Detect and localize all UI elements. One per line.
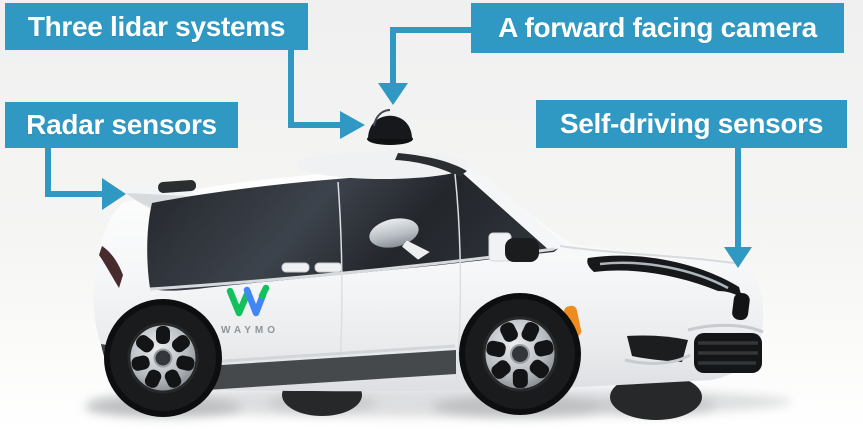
rocker-panel xyxy=(206,344,456,390)
camera-callout-arrow xyxy=(378,27,471,105)
callout-self-driving: Self-driving sensors xyxy=(536,100,847,148)
radar-callout-arrow xyxy=(45,146,126,210)
windows xyxy=(147,169,566,291)
door-details xyxy=(281,173,462,389)
front-rim-spokes xyxy=(486,321,554,389)
a-pillar xyxy=(458,169,566,251)
grille-emblem xyxy=(732,292,750,321)
taillight xyxy=(99,246,123,288)
headlight-chrome-accent xyxy=(599,261,729,290)
fog-light xyxy=(627,335,688,362)
headlight xyxy=(587,255,742,298)
callout-camera: A forward facing camera xyxy=(471,3,844,53)
lidar-dome xyxy=(367,109,413,145)
waymo-logo: WAYMO xyxy=(221,284,279,336)
rear-rim-spokes xyxy=(131,326,195,388)
bumper-chrome-trim xyxy=(687,323,764,334)
rear-hub xyxy=(153,348,173,368)
lower-grille-slats xyxy=(698,341,758,365)
door-handle-rear xyxy=(281,262,310,273)
front-fender-sensor xyxy=(488,232,539,262)
waymo-logo-mark xyxy=(226,284,270,317)
front-hub xyxy=(510,344,530,364)
roof-rail-front xyxy=(395,153,467,177)
callout-lidar-label: Three lidar systems xyxy=(27,10,286,42)
roof-pod xyxy=(158,151,469,193)
callout-radar-label: Radar sensors xyxy=(26,109,217,140)
callout-self-driving-label: Self-driving sensors xyxy=(559,108,824,139)
front-wheel xyxy=(465,299,575,409)
door-handle-front xyxy=(314,262,343,273)
callout-lidar: Three lidar systems xyxy=(5,3,308,50)
front-end xyxy=(559,245,764,373)
self-driving-callout-arrow xyxy=(724,146,752,268)
lidar-callout-arrow xyxy=(288,50,365,139)
callout-camera-label: A forward facing camera xyxy=(498,12,817,43)
waymo-wordmark: WAYMO xyxy=(221,325,279,336)
callout-radar: Radar sensors xyxy=(5,102,238,148)
lidar-dome-highlight xyxy=(373,109,391,127)
rear-wheel xyxy=(110,305,216,411)
fog-light-chrome xyxy=(624,353,691,365)
side-mirror xyxy=(369,218,430,260)
roof-rail-rear xyxy=(158,180,197,193)
